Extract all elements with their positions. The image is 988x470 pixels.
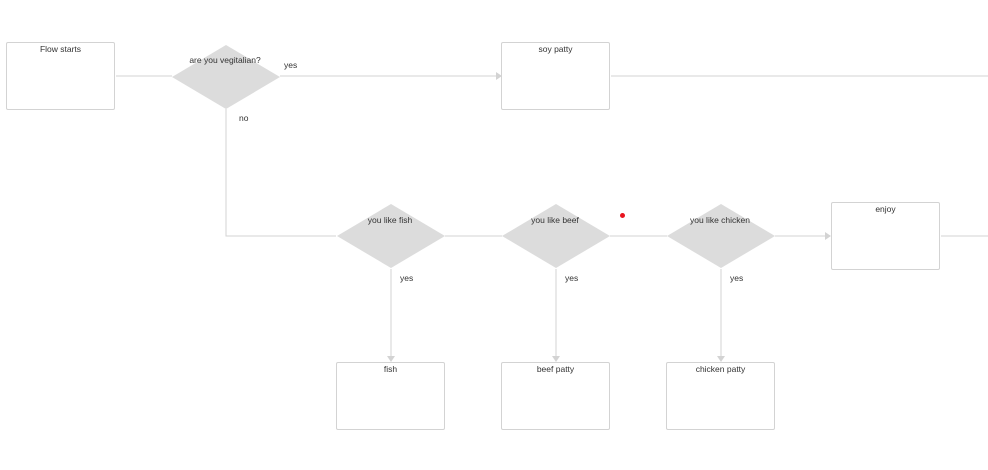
arrowhead-to-soy [496, 72, 502, 80]
node-fish[interactable]: fish [336, 362, 445, 430]
node-fish-label: fish [383, 364, 398, 374]
edge-vegetarian-no-to-fish [225, 109, 336, 237]
edge-label-beef-yes: yes [565, 273, 579, 283]
red-marker-dot [620, 213, 625, 218]
node-flow-starts-label: Flow starts [39, 44, 82, 54]
node-enjoy[interactable]: enjoy [831, 202, 940, 270]
arrowhead-to-beef [552, 356, 560, 362]
edge-label-chicken-yes: yes [730, 273, 744, 283]
decision-beef-diamond[interactable] [502, 204, 610, 268]
arrowhead-to-fish [387, 356, 395, 362]
node-chicken-patty[interactable]: chicken patty [666, 362, 775, 430]
edge-label-vegetarian-yes: yes [284, 60, 298, 70]
arrowhead-to-chicken [717, 356, 725, 362]
decision-fish-diamond[interactable] [337, 204, 445, 268]
node-beef-patty[interactable]: beef patty [501, 362, 610, 430]
decision-beef-label: you like beef [531, 215, 579, 225]
node-soy-patty-label: soy patty [538, 44, 573, 54]
decision-fish-label: you like fish [367, 215, 413, 225]
node-flow-starts[interactable]: Flow starts [6, 42, 115, 110]
edge-label-fish-yes: yes [400, 273, 414, 283]
decision-vegetarian-label: are you vegitalian? [189, 55, 261, 65]
node-beef-patty-label: beef patty [536, 364, 575, 374]
arrowhead-to-enjoy [825, 232, 831, 240]
decision-vegetarian-diamond[interactable] [172, 45, 280, 109]
edge-label-vegetarian-no: no [239, 113, 249, 123]
node-enjoy-label: enjoy [875, 204, 896, 214]
node-chicken-patty-label: chicken patty [695, 364, 746, 374]
decision-chicken-diamond[interactable] [667, 204, 775, 268]
decision-chicken-label: you like chicken [689, 215, 751, 225]
node-soy-patty[interactable]: soy patty [501, 42, 610, 110]
